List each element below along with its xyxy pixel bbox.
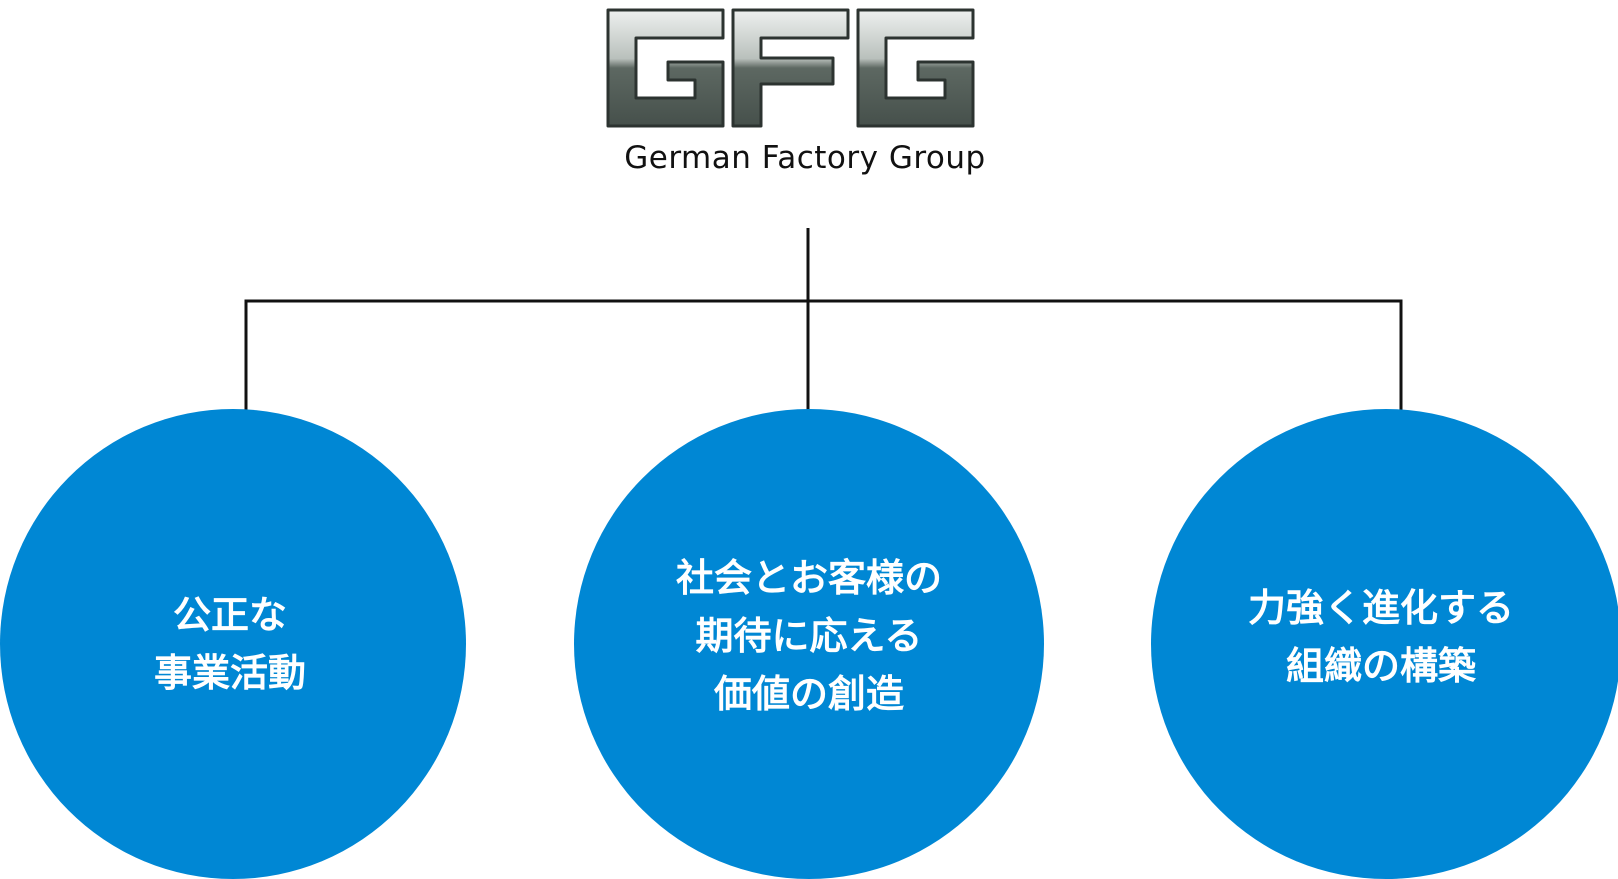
logo-tagline: German Factory Group [624,140,986,176]
value-circle-label-line: 事業活動 [153,651,306,695]
value-circle-strong-organization: 力強く進化する 組織の構築 [1151,409,1618,879]
value-circle-label-line: 公正な [172,593,287,637]
value-circle-label: 公正な 事業活動 [154,586,306,702]
value-circle-label-line: 社会とお客様の [675,556,942,600]
value-circle-label-line: 価値の創造 [713,672,904,716]
gfg-logo-mark [606,8,975,128]
value-circle-label-line: 組織の構築 [1285,644,1476,688]
value-circle-fair-business: 公正な 事業活動 [0,409,466,879]
gfg-logo [598,0,1018,190]
value-circle-label-line: 期待に応える [695,614,923,658]
value-circle-value-creation: 社会とお客様の 期待に応える 価値の創造 [574,409,1044,879]
value-circle-label-line: 力強く進化する [1247,586,1514,630]
value-circle-label: 社会とお客様の 期待に応える 価値の創造 [676,549,942,723]
value-circle-label: 力強く進化する 組織の構築 [1248,579,1514,695]
